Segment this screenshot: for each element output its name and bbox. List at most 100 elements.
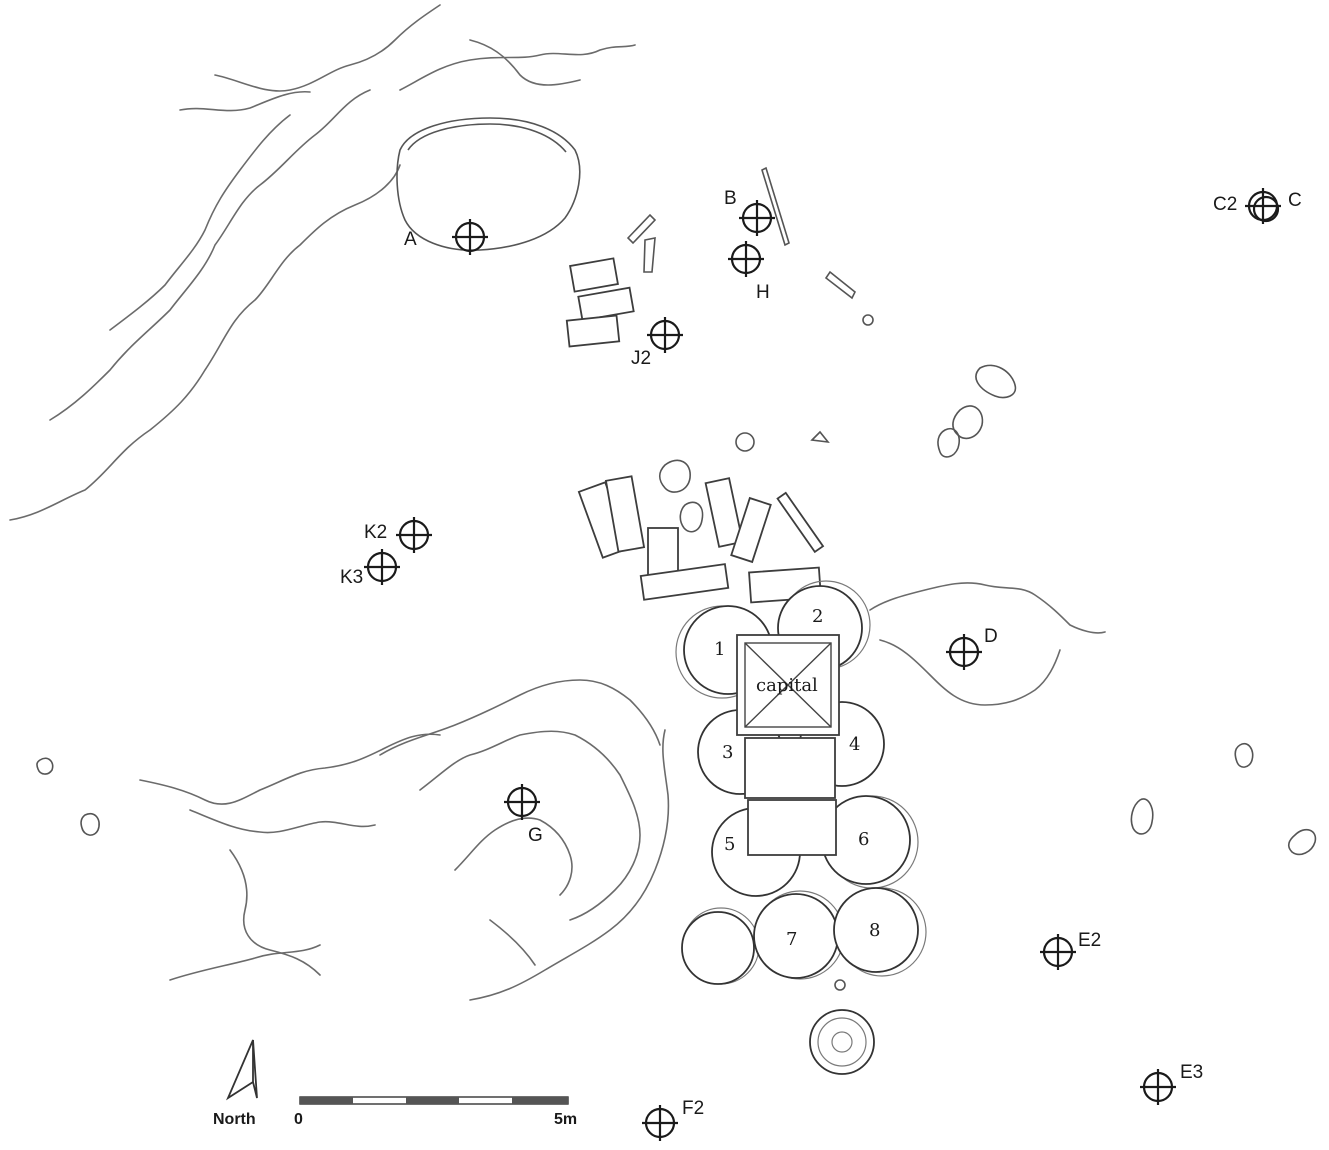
marker-J2: J2 (631, 317, 683, 369)
marker-D: D (946, 626, 998, 670)
stone (952, 405, 984, 440)
marker-C2-C: C2 C (1213, 188, 1302, 224)
contour-line (139, 733, 441, 805)
fallen-block (577, 286, 635, 322)
column-base-inner (831, 1031, 853, 1053)
scale-bar-segment (512, 1097, 568, 1104)
drum-label-2: 2 (812, 606, 823, 627)
marker-F2: F2 (642, 1098, 704, 1141)
marker-label: J2 (631, 348, 651, 369)
shaft-block-upper (744, 737, 836, 799)
marker-G: G (504, 784, 543, 846)
contour-line (179, 90, 311, 112)
fallen-block (639, 563, 730, 601)
drum-label-3: 3 (722, 742, 733, 763)
contour-line (169, 944, 321, 981)
stone (824, 270, 857, 300)
stone (658, 459, 691, 493)
drum-label-6: 6 (858, 829, 869, 850)
boulder-outline (396, 117, 581, 251)
contour-line (109, 114, 291, 331)
stone (1287, 828, 1317, 856)
stone (810, 430, 830, 444)
marker-label: A (404, 229, 417, 250)
contour-line (9, 164, 401, 521)
contour-line (879, 639, 1061, 706)
contour-line (454, 817, 573, 896)
stone (862, 314, 874, 326)
contour-line (399, 44, 636, 91)
drum-8 (833, 887, 919, 973)
scale-start-label: 0 (294, 1111, 303, 1128)
fallen-block (604, 475, 646, 553)
north-arrow-icon (226, 1039, 254, 1101)
stone (1130, 798, 1154, 835)
scale-bar: 0 5m (294, 1096, 577, 1128)
stone (735, 432, 755, 452)
boulder-outline-inner (407, 123, 567, 153)
stone (626, 213, 657, 245)
marker-A: A (404, 219, 488, 255)
fallen-block (569, 257, 619, 293)
column-base-outer (809, 1009, 875, 1075)
capital-inner (744, 642, 832, 728)
contour-line (419, 730, 641, 921)
scale-bar-segment (300, 1097, 353, 1104)
marker-label: G (528, 825, 543, 846)
fallen-block (704, 477, 744, 548)
stone (80, 812, 100, 836)
contour-line (379, 679, 661, 756)
survey-markers: A B H J2 C2 C K2 K3 D (340, 188, 1302, 1141)
marker-K2: K2 (364, 517, 432, 553)
marker-K3: K3 (340, 549, 400, 588)
drum-label-4: 4 (849, 734, 860, 755)
marker-label: E2 (1078, 930, 1101, 951)
marker-label: F2 (682, 1098, 704, 1119)
capital-label: capital (756, 675, 818, 696)
contour-line (869, 582, 1106, 634)
stone (937, 428, 960, 458)
drum-plain (681, 911, 755, 985)
drum-label-1: 1 (714, 639, 725, 660)
marker-B: B (724, 188, 775, 236)
fallen-block (730, 496, 772, 564)
fallen-blocks (565, 257, 825, 604)
contour-line (469, 729, 670, 1001)
stone (679, 501, 704, 533)
scale-bar-segment (406, 1097, 459, 1104)
marker-label: E3 (1180, 1062, 1203, 1083)
capital-group (736, 634, 840, 856)
marker-E2: E2 (1040, 930, 1101, 970)
fallen-block (565, 314, 621, 348)
north-arrow: North (213, 1039, 258, 1128)
contour-line (489, 919, 536, 966)
terrain-contours (9, 4, 1106, 1001)
drum-label-5: 5 (724, 834, 735, 855)
marker-label: B (724, 188, 737, 209)
marker-E3: E3 (1140, 1062, 1203, 1105)
stone (1234, 742, 1254, 768)
north-arrow-shaft (252, 1039, 258, 1099)
column-base-ring (817, 1017, 867, 1067)
contour-line (229, 849, 321, 976)
stone (834, 979, 846, 991)
marker-label: C2 (1213, 194, 1237, 215)
marker-label: K3 (340, 567, 363, 588)
scale-end-label: 5m (554, 1111, 577, 1128)
drum-label-8: 8 (869, 920, 880, 941)
drum-labels: 1 2 3 4 5 6 7 8 capital (714, 606, 880, 950)
marker-label: D (984, 626, 998, 647)
contour-line (469, 39, 581, 86)
contour-line (214, 4, 441, 92)
stone (761, 166, 790, 247)
loose-stones (36, 166, 1317, 991)
marker-H: H (728, 241, 770, 303)
stone (975, 364, 1017, 399)
fallen-block (776, 491, 825, 554)
drum-label-7: 7 (786, 929, 797, 950)
fallen-block (647, 527, 679, 579)
north-label: North (213, 1111, 256, 1128)
stone (36, 757, 54, 775)
marker-label: H (756, 282, 770, 303)
